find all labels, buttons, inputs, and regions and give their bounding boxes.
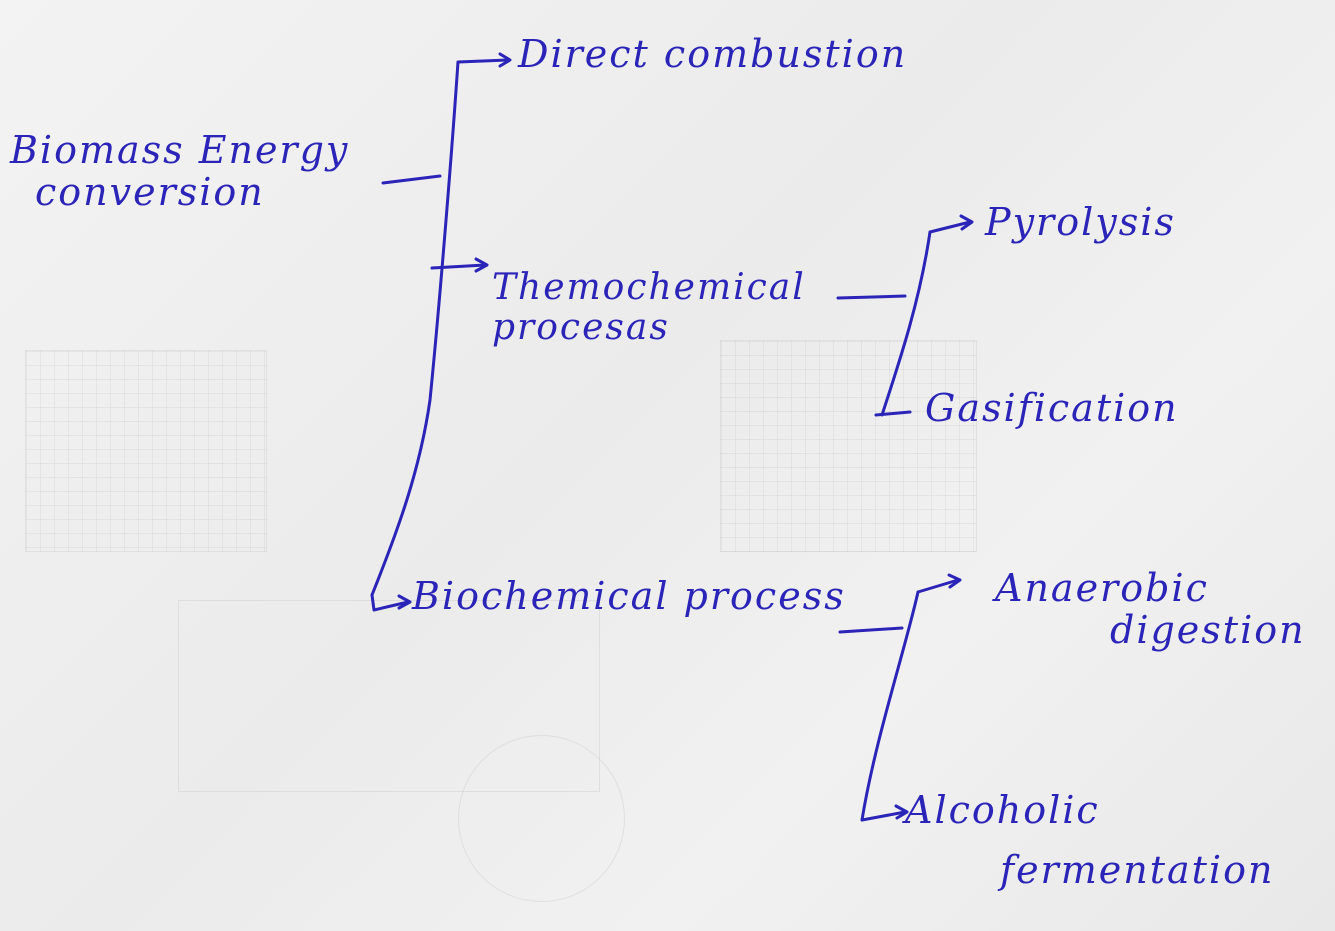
bio-stub: [838, 626, 904, 634]
node-pyrolysis: Pyrolysis: [985, 200, 1176, 244]
node-biochemical: Biochemical process: [412, 574, 846, 618]
arrow-alcoholic: [860, 810, 907, 822]
node-direct-combustion: Direct combustion: [518, 32, 908, 76]
arrow-pyrolysis: [928, 220, 972, 234]
thermo-trunk: [880, 230, 932, 417]
faint-grid-left: [25, 350, 267, 552]
arrow-gasification: [874, 410, 912, 417]
faint-rectangle: [178, 600, 600, 792]
node-anaerobic-line2: digestion: [1110, 607, 1306, 652]
arrow-bio: [370, 593, 410, 612]
node-alcoholic-line2: fermentation: [1000, 847, 1275, 892]
node-alcoholic: Alcoholic fermentation: [905, 788, 1275, 892]
bio-trunk: [860, 590, 920, 822]
faint-circle: [458, 735, 625, 902]
node-root: Biomass Energy conversion: [10, 128, 350, 214]
node-anaerobic-line1: Anaerobic: [995, 566, 1209, 610]
arrow-direct: [456, 58, 510, 64]
node-thermo-line2: procesas: [492, 306, 670, 348]
arrow-thermo: [430, 263, 487, 270]
node-gasification: Gasification: [925, 386, 1179, 430]
node-anaerobic: Anaerobic digestion: [995, 566, 1306, 652]
main-trunk: [370, 60, 460, 597]
node-alcoholic-line1: Alcoholic: [905, 788, 1100, 832]
faint-grid-right: [720, 340, 977, 552]
arrow-anaerobic: [916, 578, 960, 594]
root-connector: [381, 174, 442, 185]
thermo-stub: [836, 294, 907, 300]
node-root-line1: Biomass Energy: [10, 128, 350, 172]
node-thermo-line1: Themochemical: [492, 267, 806, 308]
node-root-line2: conversion: [35, 169, 265, 214]
node-thermochemical: Themochemical procesas: [492, 268, 806, 347]
